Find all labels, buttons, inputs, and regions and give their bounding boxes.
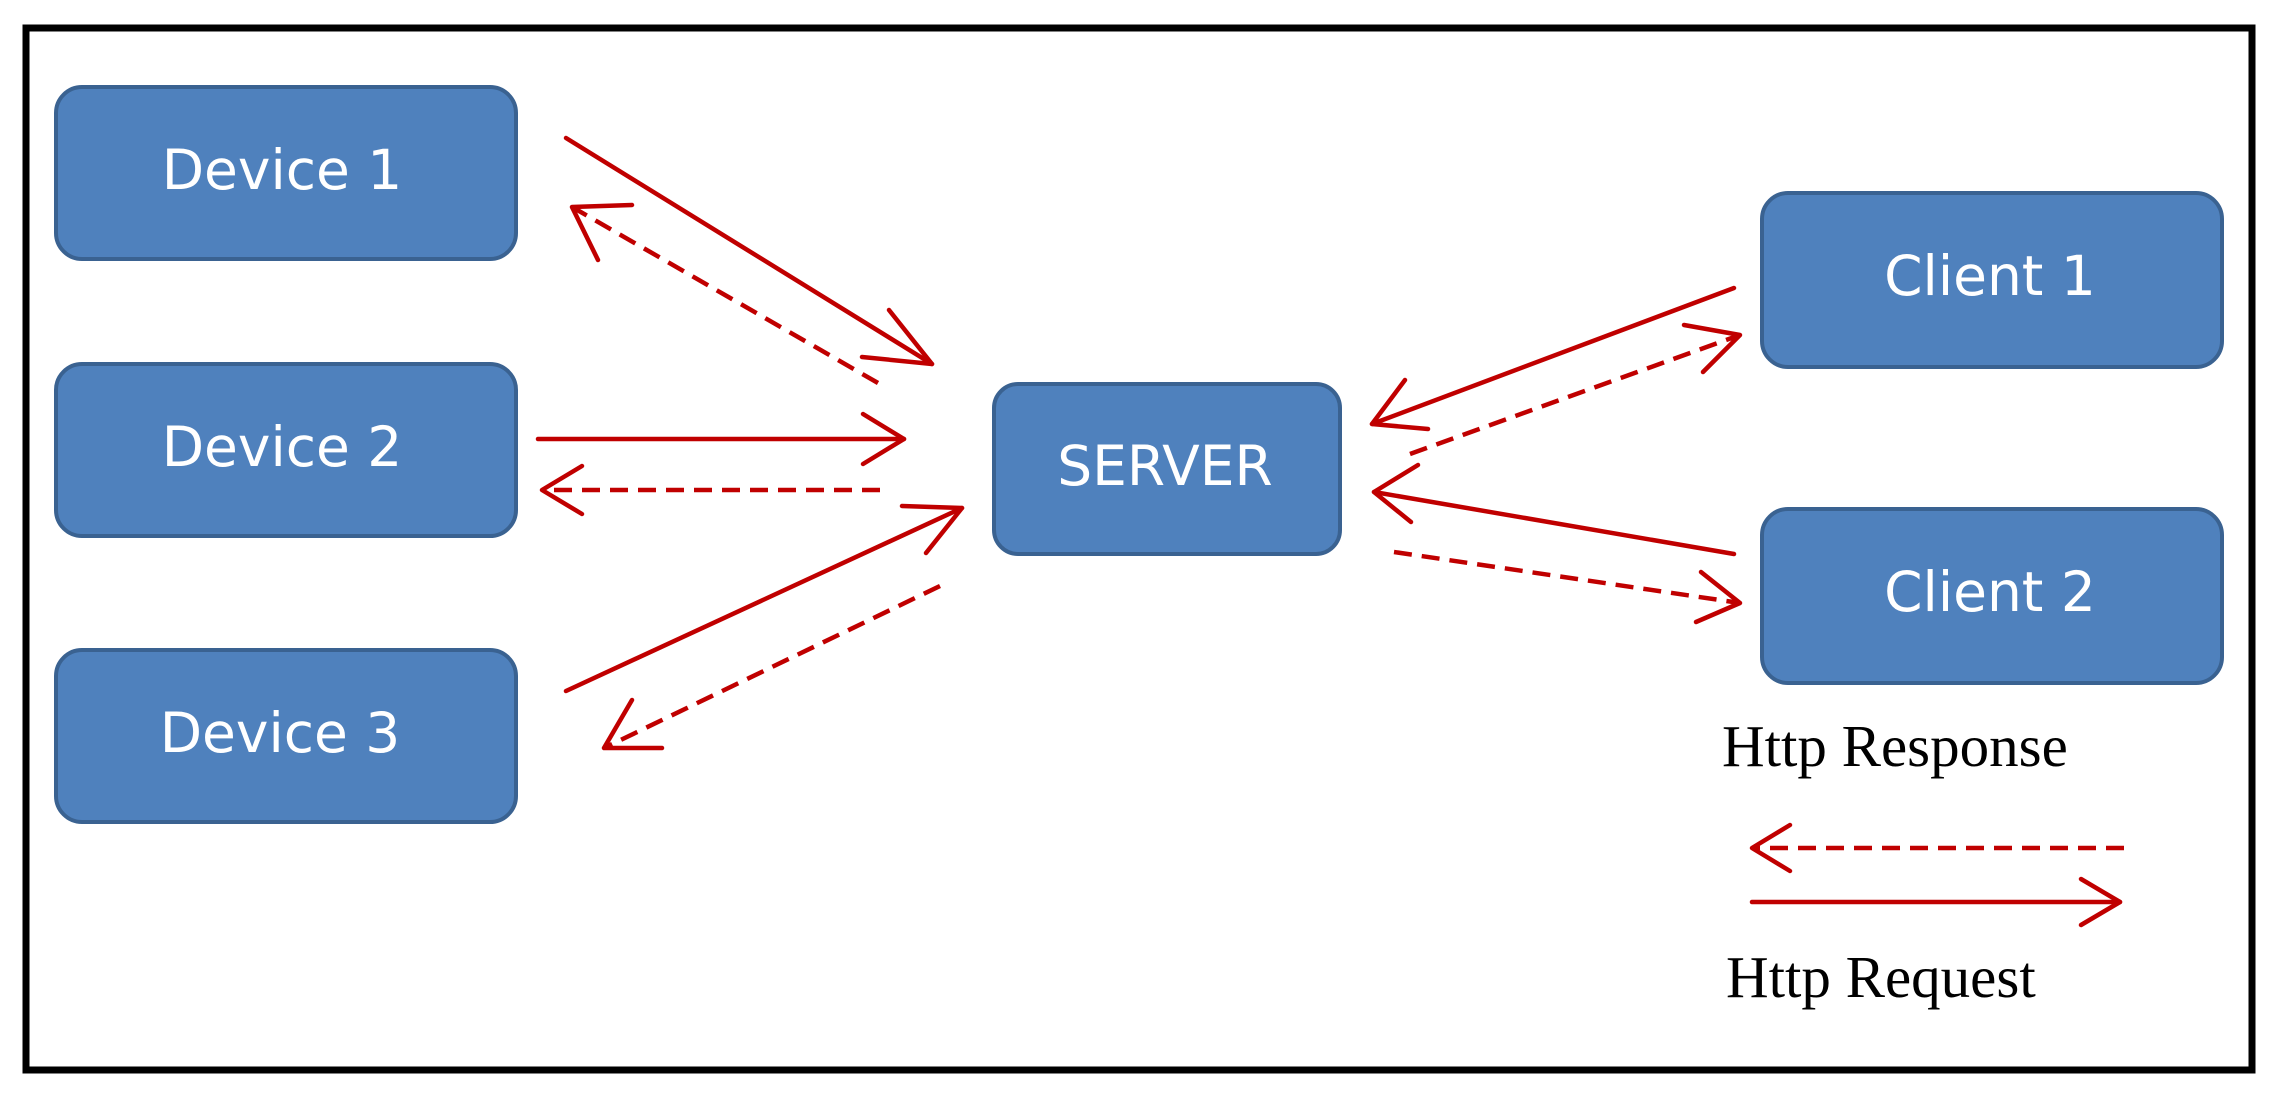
edge-device1-request (563, 135, 935, 367)
device-2-label: Device 2 (162, 415, 403, 479)
edge-client1-request (1369, 285, 1737, 432)
edge-client2-request (1371, 462, 1737, 557)
legend-response-arrow (1749, 822, 2124, 874)
edge-client2-response (1393, 549, 1743, 625)
device-1-node: Device 1 (54, 85, 518, 261)
device-1-label: Device 1 (162, 138, 403, 202)
server-label: SERVER (1057, 434, 1272, 498)
device-2-node: Device 2 (54, 362, 518, 538)
edge-device1-response (569, 202, 880, 385)
legend: Http Response Http Request (1722, 713, 2124, 1010)
client-1-label: Client 1 (1884, 244, 2096, 308)
server-node: SERVER (992, 382, 1342, 556)
client-2-label: Client 2 (1884, 560, 2096, 624)
edge-client1-response (1409, 322, 1743, 457)
edge-device2-request (535, 411, 907, 467)
edge-device3-request (563, 503, 965, 694)
client-2-node: Client 2 (1760, 507, 2224, 685)
legend-request-arrow (1749, 876, 2123, 928)
legend-response-label: Http Response (1722, 713, 2068, 779)
edge-device2-response (539, 463, 880, 517)
edge-device3-response (601, 583, 941, 751)
device-3-node: Device 3 (54, 648, 518, 824)
legend-request-label: Http Request (1726, 944, 2036, 1010)
device-3-label: Device 3 (160, 701, 401, 765)
client-1-node: Client 1 (1760, 191, 2224, 369)
